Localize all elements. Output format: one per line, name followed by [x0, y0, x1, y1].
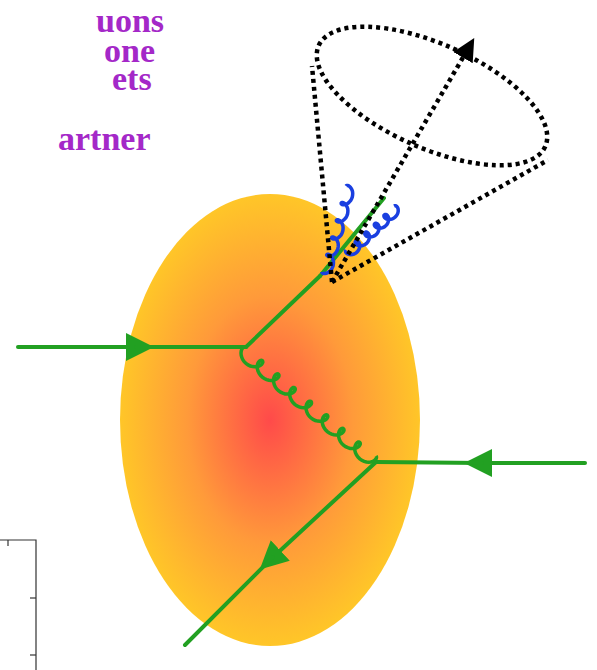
medium-blob	[120, 194, 420, 646]
jet-label: uons	[96, 4, 164, 38]
jet-label: ets	[112, 62, 152, 96]
gluon-lines	[241, 185, 398, 462]
plot-fragment	[0, 540, 36, 670]
quark-lines	[18, 198, 585, 645]
radiated-gluon	[322, 185, 353, 273]
jet-cone	[298, 0, 567, 282]
exchanged-gluon	[241, 347, 377, 463]
jet-label: artner	[58, 122, 151, 156]
